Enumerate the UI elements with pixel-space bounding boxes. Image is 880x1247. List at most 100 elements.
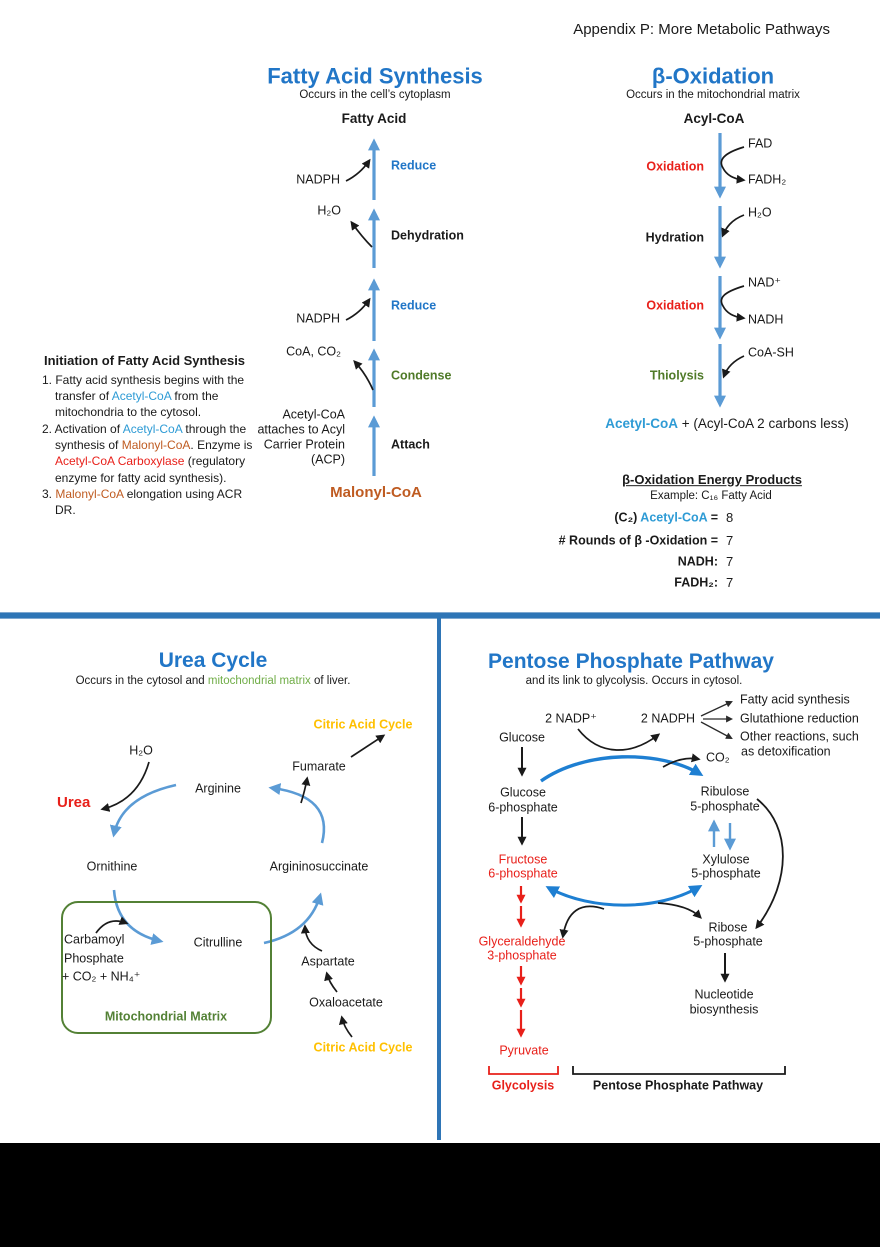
malonyl-coa-term: Malonyl-CoA xyxy=(121,437,191,452)
malonyl-coa-term: Malonyl-CoA xyxy=(55,486,124,501)
fas-step-dehydration: Dehydration xyxy=(391,228,464,243)
betaox-cofactor-h2o: H₂O xyxy=(748,205,772,220)
ppp-pyruvate: Pyruvate xyxy=(499,1043,549,1058)
energy-row-acetyl-label: (C₂) Acetyl-CoA = xyxy=(614,511,718,524)
text-segment: 2. Activation of xyxy=(42,421,123,436)
arc-arginine-to-ornithine xyxy=(109,783,177,838)
page-header: Appendix P: More Metabolic Pathways xyxy=(573,21,830,39)
vertical-divider xyxy=(437,617,441,1140)
initiation-panel: Initiation of Fatty Acid Synthesis 1. Fa… xyxy=(42,352,258,518)
energy-row-rounds-label: # Rounds of β -Oxidation = xyxy=(558,533,718,548)
fas-cofactor-nadph-1: NADPH xyxy=(296,172,340,187)
energy-products-example: Example: C₁₆ Fatty Acid xyxy=(650,489,772,502)
betaox-start-label: Acyl-CoA xyxy=(683,110,745,126)
ppp-ribose-line-1: Ribose xyxy=(708,920,748,935)
betaox-cofactor-arrows xyxy=(720,146,746,379)
curve-f6p-xylulose-exchange xyxy=(545,885,703,907)
energy-row-rounds-value: 7 xyxy=(726,533,734,549)
ppp-f6p-line-2: 6-phosphate xyxy=(488,866,558,881)
arrow-nadph-in-1 xyxy=(345,158,371,182)
footer-black-bar xyxy=(0,1143,880,1247)
arrow-to-ribose xyxy=(657,902,702,919)
initiation-title: Initiation of Fatty Acid Synthesis xyxy=(44,353,246,368)
energy-row-fadh2-label: FADH₂: xyxy=(674,575,718,590)
ppp-nadph: 2 NADPH xyxy=(640,711,696,726)
betaox-cofactor-nadh: NADH xyxy=(748,312,784,327)
acetyl-coa-carboxylase-term: Acetyl-CoA Carboxylase xyxy=(55,454,185,469)
fas-cofactor-h2o: H₂O xyxy=(317,203,341,218)
arrow-nad-to-nadh xyxy=(720,285,746,322)
ppp-use-other-line-1: Other reactions, such xyxy=(740,729,859,744)
energy-row-fadh2-value: 7 xyxy=(726,575,734,591)
acetyl-coa-term: Acetyl-CoA xyxy=(111,388,172,403)
ppp-f6p-line-1: Fructose xyxy=(498,852,548,867)
arrow-carbamoyl-in xyxy=(95,916,129,934)
arc-argininosuccinate-to-arginine xyxy=(268,783,326,844)
urea-argininosuccinate: Argininosuccinate xyxy=(269,859,369,874)
energy-row-nadh-value: 7 xyxy=(726,554,734,570)
betaox-step-thiolysis: Thiolysis xyxy=(649,368,704,383)
ppp-subtitle: and its link to glycolysis. Occurs in cy… xyxy=(525,674,743,687)
text-segment: elongation using ACR DR. xyxy=(55,486,243,518)
urea-ornithine: Ornithine xyxy=(86,859,138,874)
ppp-glucose: Glucose xyxy=(499,730,545,745)
initiation-item-2: 2. Activation of Acetyl-CoA through the … xyxy=(42,421,258,486)
arrow-to-fumarate xyxy=(300,776,311,804)
arrow-co2-out xyxy=(662,753,701,768)
urea-aspartate: Aspartate xyxy=(301,954,355,969)
arrow-h2o-to-urea xyxy=(100,761,150,812)
mitochondrial-matrix-term: mitochondrial matrix xyxy=(207,674,311,687)
fas-substrate-label: Malonyl-CoA xyxy=(330,484,422,502)
ppp-nadp: 2 NADP⁺ xyxy=(545,711,597,726)
betaox-step-oxidation-2: Oxidation xyxy=(646,298,704,313)
betaox-subtitle: Occurs in the mitochondrial matrix xyxy=(626,88,800,101)
text-segment: . Enzyme is xyxy=(190,437,253,452)
urea-subtitle: Occurs in the cytosol and mitochondrial … xyxy=(76,675,351,687)
urea-urea: Urea xyxy=(57,794,91,812)
ppp-xylulose-line-2: 5-phosphate xyxy=(691,866,761,881)
text-segment: (regulatory enzyme for fatty acid synthe… xyxy=(55,454,246,485)
arrow-nadph-use-3 xyxy=(700,721,733,739)
arrow-coash-in xyxy=(722,355,745,379)
ppp-co2: CO₂ xyxy=(706,750,730,765)
fas-attach-note-line-2: attaches to Acyl xyxy=(257,422,345,437)
fas-attach-note-line-1: Acetyl-CoA xyxy=(282,407,345,422)
initiation-item-1: 1. Fatty acid synthesis begins with the … xyxy=(42,372,258,421)
text-segment: through the synthesis of xyxy=(55,421,247,452)
ppp-glycolysis-bracket-label: Glycolysis xyxy=(491,1078,555,1093)
ppp-g3p-line-1: Glyceraldehyde xyxy=(478,934,566,949)
text-segment: of liver. xyxy=(310,674,351,687)
fas-cofactor-nadph-2: NADPH xyxy=(296,311,340,326)
betaox-cofactor-fadh2: FADH₂ xyxy=(748,172,787,187)
fas-product-label: Fatty Acid xyxy=(341,110,407,126)
urea-citric-acid-cycle-top: Citric Acid Cycle xyxy=(313,717,413,732)
betaox-cofactor-fad: FAD xyxy=(748,136,773,151)
acetyl-coa-term: Acetyl-CoA xyxy=(640,510,708,525)
fas-step-condense: Condense xyxy=(391,368,452,383)
betaox-cofactor-nad: NAD⁺ xyxy=(748,275,781,290)
urea-carbamoyl-line-1: Carbamoyl xyxy=(64,932,125,947)
ppp-use-glutathione: Glutathione reduction xyxy=(740,711,859,726)
acetyl-coa-term: Acetyl-CoA xyxy=(122,421,183,436)
ppp-g6p-line-1: Glucose xyxy=(500,785,546,800)
arrow-fumarate-to-citric xyxy=(350,734,386,758)
fas-attach-note-line-3: Carrier Protein xyxy=(263,437,345,452)
text-segment: = xyxy=(707,510,718,525)
arrow-nadph-in-2 xyxy=(345,297,371,321)
energy-row-nadh-label: NADH: xyxy=(677,554,718,569)
arrow-oxaloacetate-to-aspartate xyxy=(324,971,338,993)
urea-fumarate: Fumarate xyxy=(292,759,346,774)
ppp-ribose-line-2: 5-phosphate xyxy=(693,934,763,949)
arrow-to-g3p xyxy=(559,905,605,939)
ppp-ribulose-line-2: 5-phosphate xyxy=(690,799,760,814)
ppp-nucleotide-line-2: biosynthesis xyxy=(689,1002,759,1017)
arc-citrulline-to-argininosuccinate xyxy=(263,892,324,945)
text-segment: 1. Fatty acid synthesis begins with the … xyxy=(42,372,245,403)
arrow-nadph-use-1 xyxy=(700,700,733,717)
ppp-use-other-line-2: as detoxification xyxy=(741,744,831,759)
urea-carbamoyl-line-2: Phosphate xyxy=(64,951,124,966)
arrow-nadp-to-nadph xyxy=(577,728,661,751)
fas-cofactor-coa-co2: CoA, CO₂ xyxy=(286,344,341,359)
ppp-bracket-label: Pentose Phosphate Pathway xyxy=(592,1078,764,1093)
